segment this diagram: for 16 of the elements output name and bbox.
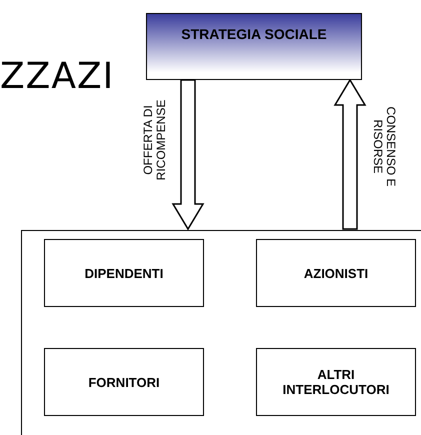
edge-label: CONSENSO E RISORSE xyxy=(371,105,397,188)
edge-label: OFFERTA DI RICOMPENSE xyxy=(142,98,168,182)
block-arrow xyxy=(334,78,366,230)
node-label: ALTRI INTERLOCUTORI xyxy=(282,367,390,397)
node-label: FORNITORI xyxy=(88,374,160,390)
stakeholder-box xyxy=(44,348,204,416)
node-label: STRATEGIA SOCIALE xyxy=(181,25,327,44)
heading-text: ZZAZI xyxy=(0,56,114,97)
node-label: DIPENDENTI xyxy=(84,266,164,280)
stakeholder-box xyxy=(256,348,416,416)
stakeholder-box xyxy=(256,239,416,307)
stakeholder-box xyxy=(44,239,204,307)
node-label: AZIONISTI xyxy=(304,266,368,280)
strategy-box xyxy=(146,13,362,80)
panel-frame xyxy=(21,230,421,435)
block-arrow xyxy=(172,79,204,230)
